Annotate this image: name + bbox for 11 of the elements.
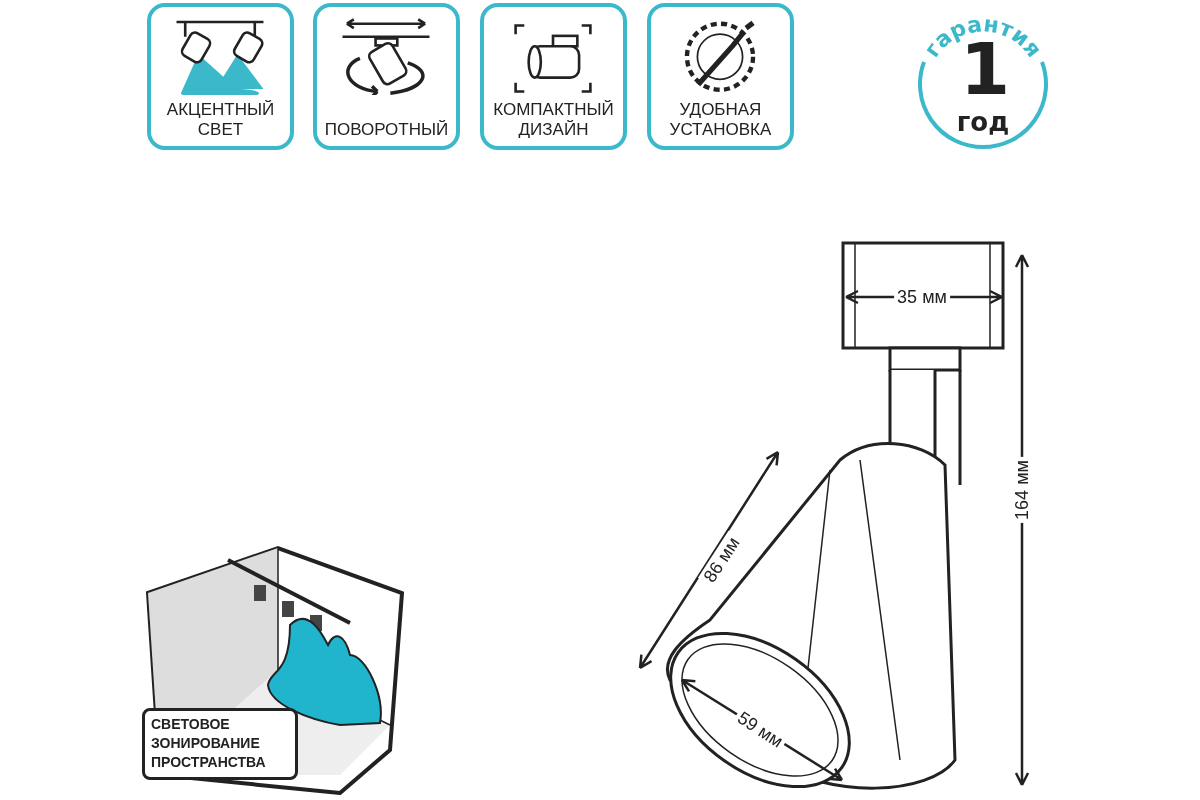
feature-card — [313, 3, 460, 150]
caption-text: СВЕТОВОЕ ЗОНИРОВАНИЕ ПРОСТРАНСТВА — [151, 715, 267, 772]
feature-caption: ПОВОРОТНЫЙ — [323, 120, 450, 140]
feature-caption: АКЦЕНТНЫЙ СВЕТ — [165, 100, 276, 140]
warranty-unit: год — [955, 108, 1011, 136]
feature-card — [480, 3, 627, 150]
caption-card — [142, 708, 298, 780]
feature-card — [147, 3, 294, 150]
feature-caption: КОМПАКТНЫЙ ДИЗАЙН — [492, 100, 615, 140]
feature-card — [647, 3, 794, 150]
feature-caption: УДОБНАЯ УСТАНОВКА — [668, 100, 773, 140]
